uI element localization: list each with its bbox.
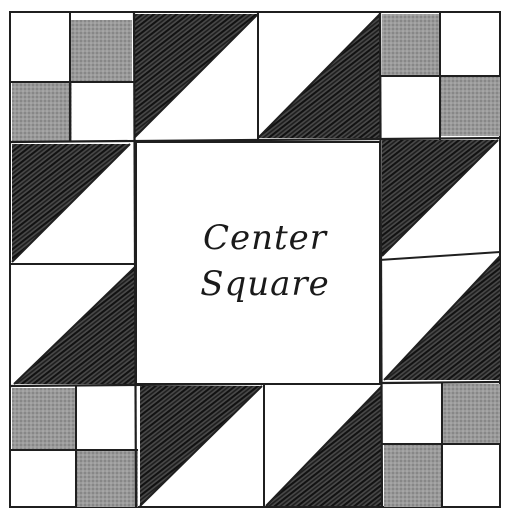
corner-four-patch-top-right xyxy=(380,12,500,140)
center-square-label: Center Square xyxy=(150,215,380,307)
shaded-square xyxy=(382,14,440,76)
left-flying-geese xyxy=(10,144,136,384)
corner-four-patch-bottom-right xyxy=(380,382,500,507)
center-label-line-1: Center xyxy=(150,215,380,261)
corner-four-patch-bottom-left xyxy=(10,386,138,507)
right-flying-geese xyxy=(380,140,500,380)
shaded-square xyxy=(12,82,72,142)
shaded-square xyxy=(384,444,442,507)
shaded-square xyxy=(70,20,132,82)
corner-four-patch-top-left xyxy=(10,12,134,142)
shaded-square xyxy=(12,388,76,450)
top-flying-geese xyxy=(134,12,380,140)
bottom-flying-geese xyxy=(140,384,382,507)
shaded-square xyxy=(76,450,138,507)
shaded-square xyxy=(442,384,500,444)
shaded-square xyxy=(440,76,500,136)
center-label-line-2: Square xyxy=(150,261,380,307)
